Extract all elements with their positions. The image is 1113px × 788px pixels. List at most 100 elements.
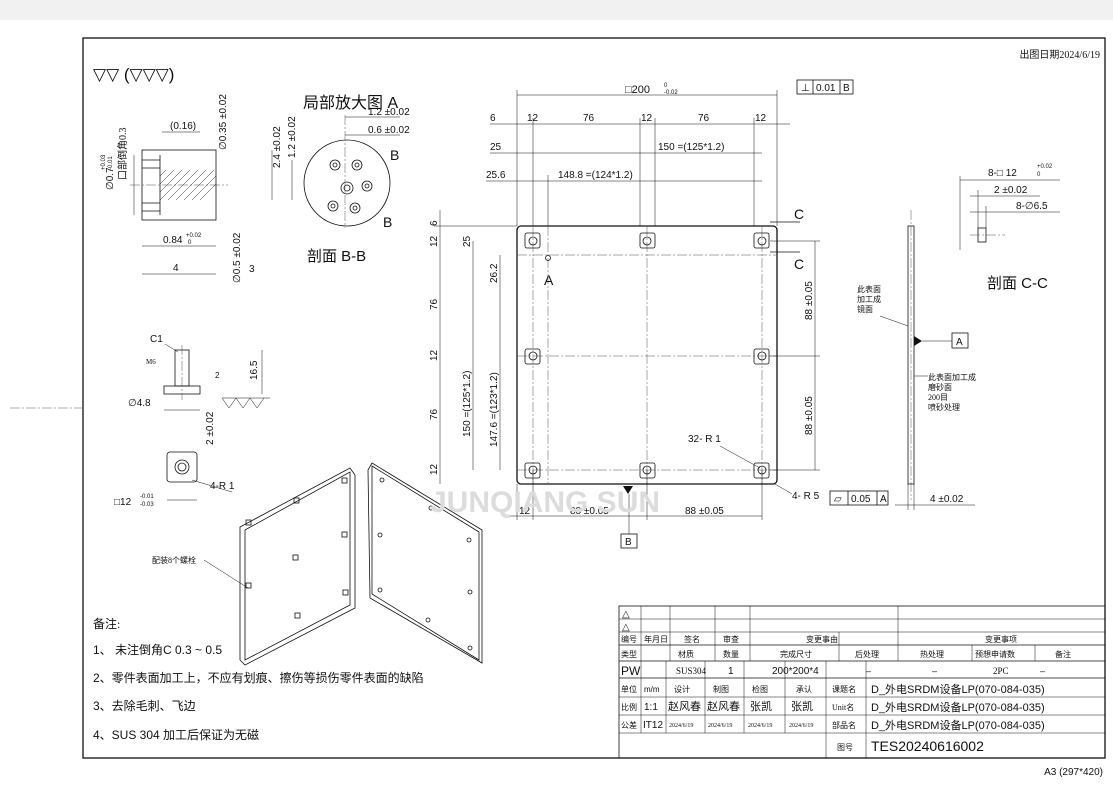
dim-1488: 148.8 =(124*1.2) [558,170,633,181]
notes-block: 备注: 1、 未注倒角C 0.3 ~ 0.5 2、零件表面加工上，不应有划痕、擦… [93,616,424,742]
dim-4-r5: 4- R 5 [792,491,820,502]
tb-r6-c6: 2024/6/19 [789,723,813,729]
tb-r6-c1: 公差 [621,720,637,730]
pin-dim-3: 3 [249,264,255,275]
stud-dim-165: 16.5 [249,360,260,380]
corner-size: □12 [114,497,132,508]
tb-label-part: 部品名 [832,720,856,730]
label-c-top: C [794,206,804,222]
tb-r3-c6: – [932,666,937,676]
tb-label-project: 课题名 [832,684,856,694]
tb-r1-c3: 签名 [684,634,700,644]
tb-r2-c1: 类型 [621,649,637,659]
perp-tolerance-frame [796,79,854,95]
pin-section-view: (0.16) ∅0.35 ±0.02 ∅0.7 +0.03 -0.01 口部倒角… [101,94,255,283]
tb-r1-c1: 编号 [621,634,637,644]
technical-drawing: 出图日期2024/6/19 ▽▽ (▽▽▽) (0.16) ∅0.35 ±0.0… [10,37,1106,759]
tb-r4-c4: 制图 [713,684,729,694]
title-block: △ △ 编号 年月日 签名 审查 变更事由 变更事项 类型 材质 数量 完成尺寸… [618,605,1106,759]
tb-r3-c7: 2PC [993,666,1009,676]
pin-dim-05: ∅0.5 ±0.02 [232,232,243,283]
stud-c1: C1 [150,334,163,345]
note-3: 3、去除毛刺、飞边 [93,698,196,713]
top-dim-200: □200 [625,84,650,96]
section-cc-view: 8-□ 12 +0.02 0 2 ±0.02 8-∅6.5 此表面 加工成 镜面… [857,164,1060,510]
detail-a-label-b-top: B [390,147,399,163]
tb-label-drawing-no: 图号 [837,743,853,752]
tb-r6-c5: 2024/6/19 [748,723,772,729]
notes-heading: 备注: [93,616,120,631]
row-dim-6: 6 [490,113,496,124]
left-dim-76a: 76 [429,298,440,310]
right-dim-88a: 88 ±0.05 [804,281,815,320]
tb-r1-c2: 年月日 [644,634,668,644]
dim-25-top: 25 [490,142,502,153]
tb-r2-c4: 完成尺寸 [780,649,812,659]
tb-r2-c8: 备注 [1055,649,1071,659]
tb-r4-c3: 设计 [674,684,690,694]
top-dim-tol-up: 0 [664,83,668,89]
tb-label-unit: Unit名 [832,702,854,712]
tb-r3-c2: SUS304 [676,666,707,676]
tb-r2-c3: 数量 [723,649,739,659]
cc-dim-thk: 4 ±0.02 [930,494,964,505]
pin-dim-016: (0.16) [170,121,196,132]
label-a-main: A [544,272,554,288]
tb-r6-c2: IT12 [643,720,663,731]
flatness-frame [829,490,889,506]
tb-r4-c6: 承认 [796,684,812,694]
tb-value-project: D_外电SRDM设备LP(070-084-035) [871,682,1045,696]
corner-detail-view: 4-R 1 □12 -0.01 -0.03 [114,451,235,508]
pin-dim-07: ∅0.7 [105,167,116,190]
detail-a-view: 局部放大图 A 1.2 ±0.02 0.6 ±0.02 2.4 ±0.02 1.… [271,94,410,265]
tb-r3-c5: – [866,666,871,676]
detail-a-title: 局部放大图 A [303,94,398,112]
tb-r2-c5: 后处理 [855,649,879,659]
cc-note1-line2: 加工成 [857,294,881,304]
pin-dim-084-up: +0.02 [186,233,202,239]
row-dim-76b: 76 [698,113,710,124]
top-toolbar-strip [0,0,1113,20]
note-2: 2、零件表面加工上，不应有划痕、擦伤等损伤零件表面的缺陷 [93,670,424,685]
flat-value: 0.05 [851,494,871,505]
row-dim-12b: 12 [641,113,653,124]
corner-tol-dn: -0.03 [140,502,154,508]
datum-a-label: A [956,337,963,348]
tb-r6-c3: 2024/6/19 [669,723,693,729]
tb-r2-c7: 预想申请数 [975,649,1015,659]
left-dim-150: 150 =(125*1.2) [462,371,473,437]
detail-a-label-b-bottom: B [383,214,392,230]
surface-finish-symbol: ▽▽ (▽▽▽) [93,65,174,84]
stud-dim-2: 2 [215,371,220,380]
perp-value: 0.01 [816,83,836,94]
detail-a-dim-06: 0.6 ±0.02 [368,125,410,136]
label-c-bottom: C [794,256,804,272]
datum-b-label: B [625,537,632,548]
row-dim-76a: 76 [583,113,595,124]
tb-r3-c4: 200*200*4 [772,666,819,677]
top-dim-tol-dn: -0.02 [664,90,678,96]
tb-r5-c2: 1:1 [644,702,658,713]
drawing-sheet: 出图日期2024/6/19 ▽▽ (▽▽▽) (0.16) ∅0.35 ±0.0… [0,20,1113,783]
row-dim-12c: 12 [755,113,767,124]
left-dim-262: 26.2 [489,263,500,283]
left-dim-25: 25 [462,235,473,247]
stud-view: C1 M6 16.5 2 ∅4.8 2 ±0.02 [128,334,270,445]
corner-tol-up: -0.01 [140,494,154,500]
tb-r5-c1: 比例 [621,702,637,712]
stud-dim-48: ∅4.8 [128,398,151,409]
tb-value-drawing-no: TES20240616002 [871,738,984,754]
left-dim-6: 6 [429,220,440,226]
tb-r1-c6: 变更事项 [985,634,1017,644]
drawing-frame [82,37,1106,759]
cc-dim-8dia65: 8-∅6.5 [1016,201,1048,212]
mount-holes [524,232,770,479]
section-bb-title: 剖面 B-B [307,248,366,265]
tb-r4-c2: m/m [644,685,660,694]
stud-dim-2tol: 2 ±0.02 [205,411,216,445]
tb-r4-c1: 单位 [621,684,637,694]
left-dim-76b: 76 [429,408,440,420]
watermark: JUNQIANG SUN [430,486,660,519]
left-dim-12c: 12 [429,463,440,475]
tb-r3-c8: – [1040,666,1045,676]
